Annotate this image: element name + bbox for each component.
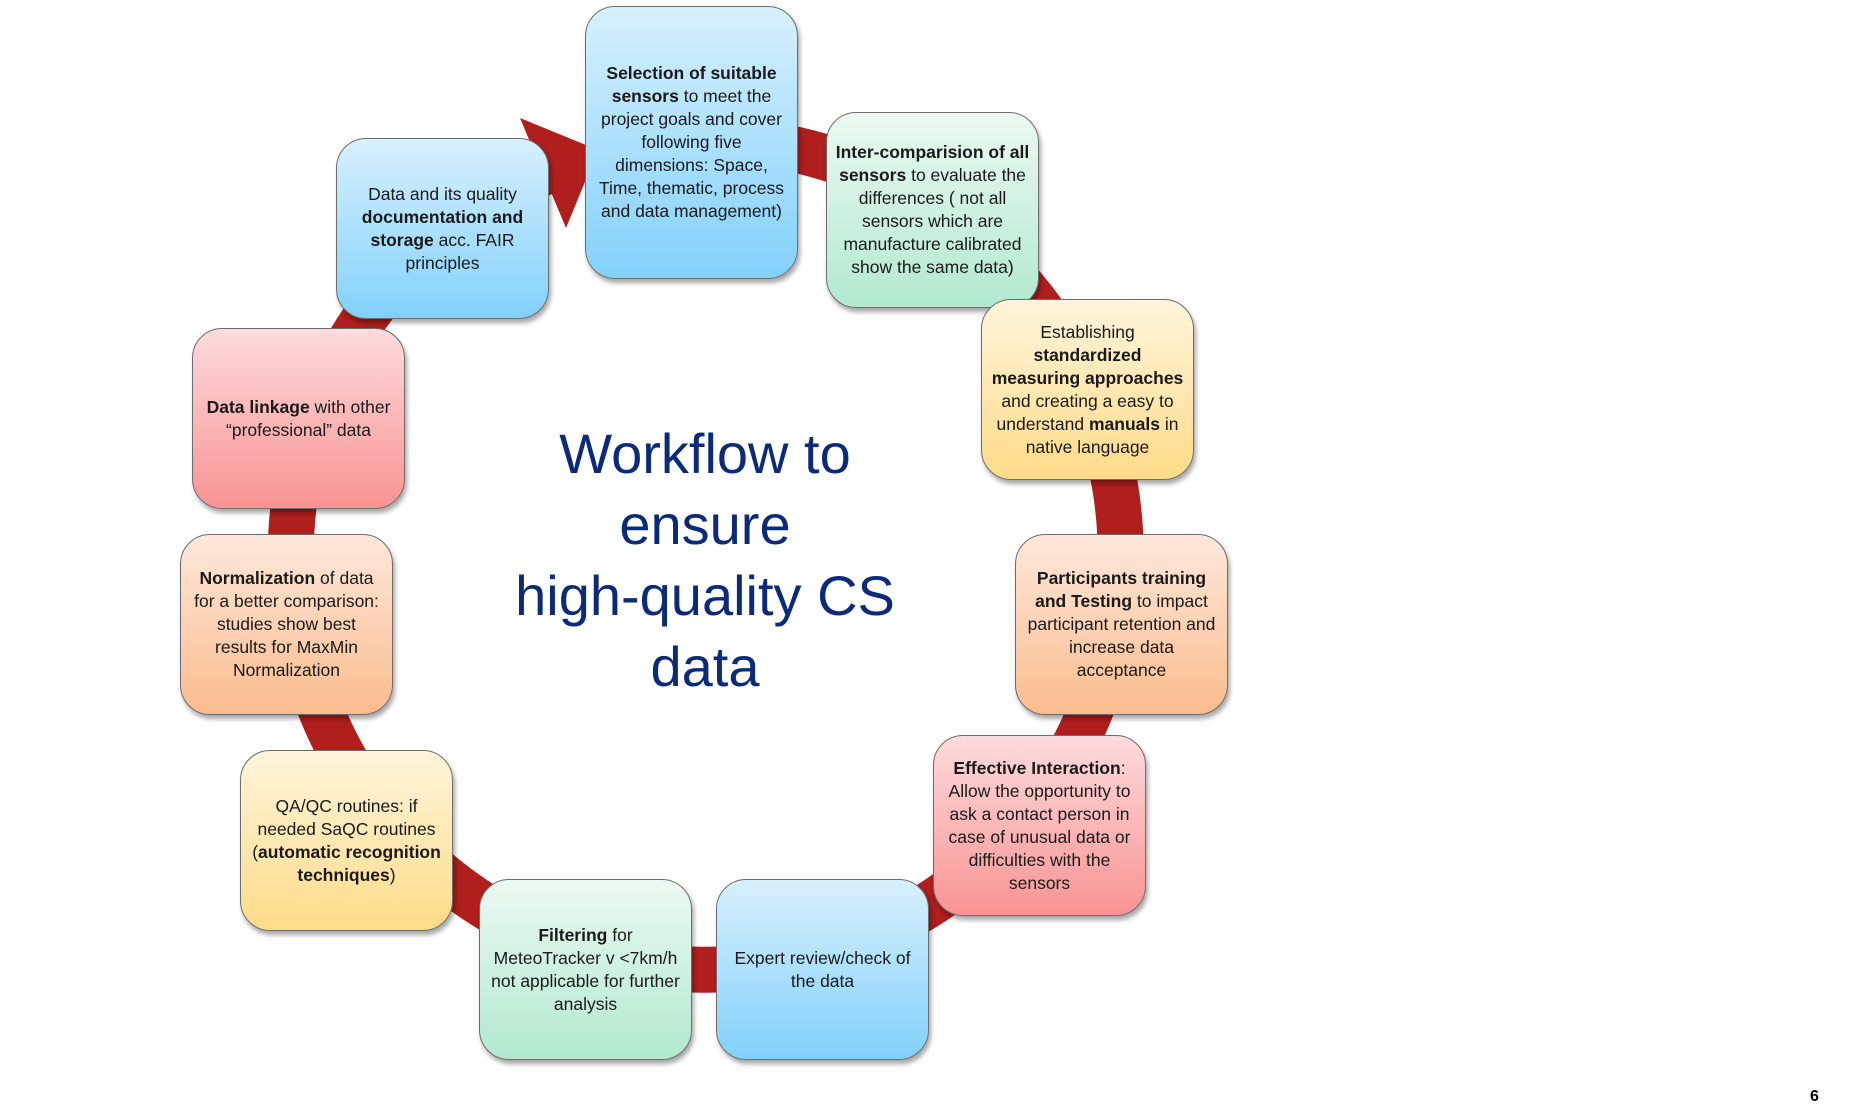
- title-line: Workflow to: [559, 422, 851, 485]
- step-text: QA/QC routines: if needed SaQC routines …: [249, 795, 444, 887]
- title-line: ensure: [619, 493, 791, 556]
- step-text: Data linkage with other “professional” d…: [201, 396, 396, 442]
- step-text-bold: Filtering: [538, 924, 608, 945]
- step-text-regular: ): [389, 864, 396, 885]
- title-line: high-quality CS: [515, 564, 895, 627]
- step-text-bold: Selection of suitable sensors: [606, 63, 777, 106]
- step-text: Filtering for MeteoTracker v <7km/h not …: [488, 924, 683, 1016]
- step-text: Data and its quality documentation and s…: [345, 183, 540, 275]
- step-text: Inter-comparision of all sensors to eval…: [835, 141, 1030, 279]
- step-text-regular: for MeteoTracker v <7km/h not applicable…: [491, 924, 680, 1014]
- step-text-regular: to impact participant retention and incr…: [1027, 591, 1216, 680]
- step-text-regular: with other “professional” data: [226, 396, 391, 440]
- step-text-bold: Inter-comparision of all sensors: [835, 142, 1030, 185]
- step-box-sensor-selection: Selection of suitable sensors to meet th…: [585, 6, 798, 279]
- step-text-bold: standardized measuring approaches: [991, 344, 1184, 388]
- step-text-regular: : Allow the opportunity to ask a contact…: [948, 757, 1131, 893]
- step-text-regular: Data and its quality: [368, 183, 517, 204]
- step-text-bold: documentation and storage: [361, 206, 524, 250]
- page-number: 6: [1810, 1088, 1819, 1105]
- step-text-bold: manuals: [1088, 413, 1160, 434]
- step-text-bold: Effective Interaction: [953, 757, 1121, 778]
- step-text-regular: of data for a better comparison: studies…: [194, 568, 379, 680]
- step-text: Selection of suitable sensors to meet th…: [594, 62, 789, 223]
- step-text-regular: acc. FAIR principles: [405, 229, 515, 273]
- step-text-regular: and creating a easy to understand: [996, 390, 1174, 434]
- step-text: Normalization of data for a better compa…: [189, 567, 384, 682]
- step-text-regular: to evaluate the differences ( not all se…: [843, 165, 1026, 277]
- step-box-expert-review: Expert review/check of the data: [716, 879, 929, 1060]
- step-box-standardized-measuring: Establishing standardized measuring appr…: [981, 299, 1194, 480]
- step-text-bold: Data linkage: [206, 396, 310, 417]
- step-box-normalization: Normalization of data for a better compa…: [180, 534, 393, 715]
- step-box-data-linkage: Data linkage with other “professional” d…: [192, 328, 405, 509]
- step-text-regular: in native language: [1025, 413, 1179, 457]
- step-text-regular: Establishing: [1040, 321, 1135, 342]
- step-text-regular: Expert review/check of the data: [734, 947, 911, 991]
- step-text-regular: to meet the project goals and cover foll…: [598, 86, 785, 221]
- title-line: data: [650, 635, 760, 698]
- step-box-sensor-intercomparison: Inter-comparision of all sensors to eval…: [826, 112, 1039, 308]
- step-text: Expert review/check of the data: [725, 947, 920, 993]
- step-text-bold: Participants training and Testing: [1035, 568, 1207, 611]
- step-text: Participants training and Testing to imp…: [1024, 567, 1219, 682]
- step-text-regular: QA/QC routines: if needed SaQC routines …: [252, 795, 436, 862]
- step-box-effective-interaction: Effective Interaction: Allow the opportu…: [933, 735, 1146, 916]
- step-box-qa-qc-routines: QA/QC routines: if needed SaQC routines …: [240, 750, 453, 931]
- step-text: Establishing standardized measuring appr…: [990, 321, 1185, 459]
- step-text-bold: automatic recognition techniques: [258, 841, 441, 885]
- step-box-documentation-storage: Data and its quality documentation and s…: [336, 138, 549, 319]
- step-text-bold: Normalization: [199, 568, 316, 588]
- step-text: Effective Interaction: Allow the opportu…: [942, 757, 1137, 895]
- step-box-filtering: Filtering for MeteoTracker v <7km/h not …: [479, 879, 692, 1060]
- diagram-title: Workflow to ensure high-quality CS data: [455, 418, 955, 702]
- step-box-participant-training: Participants training and Testing to imp…: [1015, 534, 1228, 715]
